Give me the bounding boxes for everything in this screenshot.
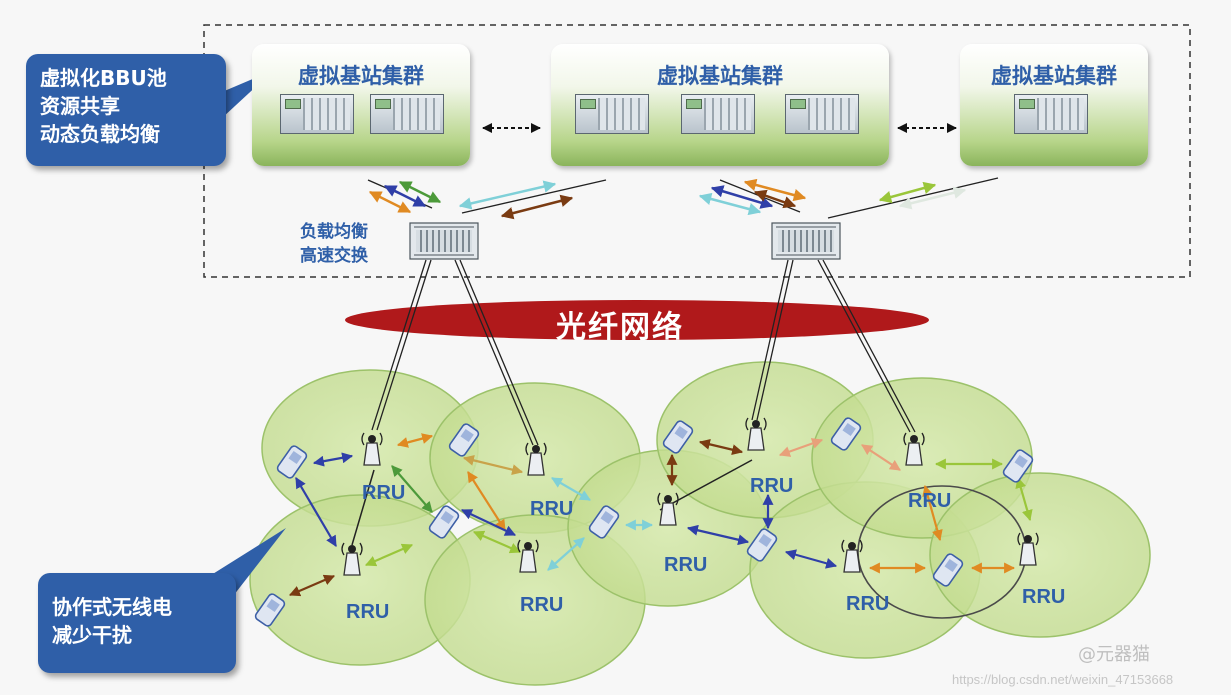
cell — [929, 472, 1151, 638]
coverage-cells — [249, 361, 1151, 686]
fiber-network-label: 光纤网络 — [556, 310, 684, 345]
bbu-unit-icon — [1014, 94, 1088, 134]
rru-label: RRU — [846, 593, 890, 615]
uplink-arrows — [368, 178, 967, 220]
callout-line: 资源共享 — [40, 94, 120, 118]
cluster-title: 虚拟基站集群 — [298, 64, 424, 88]
rru-label: RRU — [1022, 586, 1066, 608]
fiber-links — [351, 259, 916, 546]
cluster-title: 虚拟基站集群 — [657, 64, 783, 88]
switch-label: 负载均衡 高速交换 — [300, 220, 368, 268]
callout-bbu-pool: 虚拟化BBU池 资源共享 动态负载均衡 — [26, 54, 226, 166]
watermark-text: @元器猫 — [1078, 644, 1150, 665]
bbu-unit-icon — [681, 94, 755, 134]
switch-right — [771, 222, 841, 260]
bbu-unit-icon — [370, 94, 444, 134]
fiber-network-band — [345, 300, 929, 340]
bbu-unit-icon — [575, 94, 649, 134]
bbu-cluster-1: 虚拟基站集群 — [252, 44, 470, 166]
cluster-title: 虚拟基站集群 — [991, 64, 1117, 88]
rru-label: RRU — [346, 601, 390, 623]
callout-line: 协作式无线电 — [52, 595, 172, 619]
switch-label-line: 负载均衡 — [300, 222, 368, 242]
rru-label: RRU — [664, 554, 708, 576]
bbu-unit-icon — [280, 94, 354, 134]
radio-arrows — [288, 433, 1033, 597]
callout-line: 动态负载均衡 — [40, 122, 160, 146]
rru-label: RRU — [530, 498, 574, 520]
bbu-pool-boundary — [203, 24, 1191, 278]
bbu-unit-icon — [785, 94, 859, 134]
bbu-cluster-2: 虚拟基站集群 — [551, 44, 889, 166]
callout-line: 减少干扰 — [52, 623, 132, 647]
switch-left — [409, 222, 479, 260]
callout-line: 虚拟化BBU池 — [40, 66, 167, 90]
switch-label-line: 高速交换 — [300, 246, 368, 266]
rru-label: RRU — [908, 490, 952, 512]
rru-label: RRU — [362, 482, 406, 504]
watermark-url: https://blog.csdn.net/weixin_47153668 — [952, 672, 1174, 687]
bbu-cluster-3: 虚拟基站集群 — [960, 44, 1148, 166]
rru-label: RRU — [520, 594, 564, 616]
uplink-lines — [367, 177, 999, 219]
rru-label: RRU — [750, 475, 794, 497]
callout-coordinated-radio: 协作式无线电 减少干扰 — [38, 573, 236, 673]
